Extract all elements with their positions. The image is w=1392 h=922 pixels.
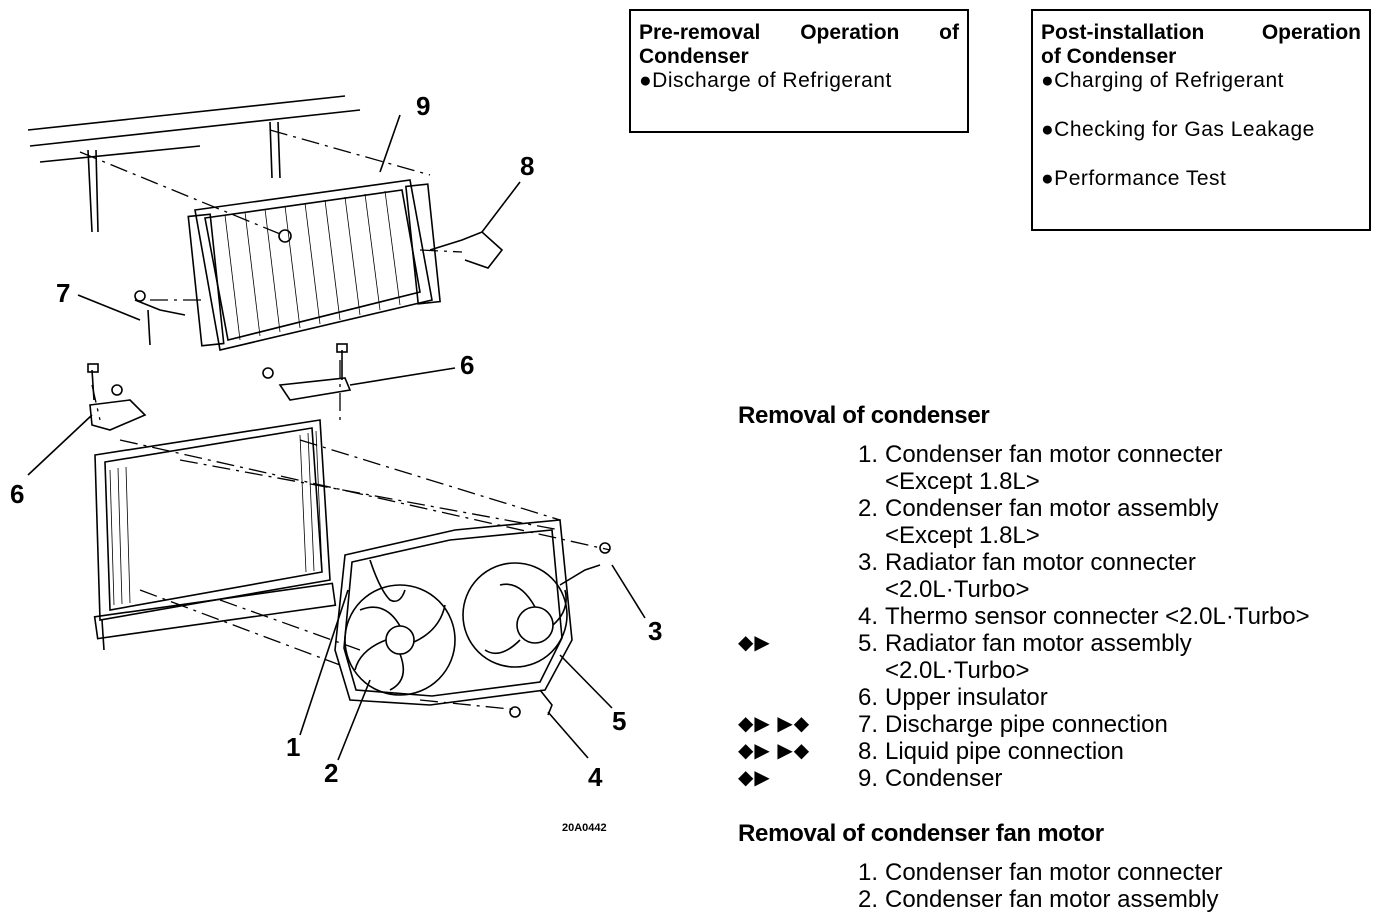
list-item: 2. Condenser fan motor assembly	[738, 495, 1378, 522]
item-text: <2.0L·Turbo>	[885, 657, 1030, 684]
label-5: 5	[612, 706, 626, 736]
item-text: Discharge pipe connection	[885, 711, 1168, 738]
body-frame	[27, 95, 361, 233]
list-item: <2.0L·Turbo>	[738, 657, 1378, 684]
list-item: 2. Condenser fan motor assembly	[738, 886, 1378, 913]
list-item: 1. Condenser fan motor connecter	[738, 441, 1378, 468]
item-number: 4.	[857, 603, 878, 630]
service-mark-icon: ◆▶ ▶◆	[738, 713, 811, 735]
service-mark-icon: ◆▶	[738, 767, 771, 789]
pre-removal-title-line2: Condenser	[639, 45, 749, 68]
list-item: 1. Condenser fan motor connecter	[738, 859, 1378, 886]
radiator-part	[93, 419, 337, 651]
label-4: 4	[588, 762, 603, 792]
label-9: 9	[416, 91, 430, 121]
item-text: Condenser fan motor connecter	[885, 441, 1223, 468]
list-item: <Except 1.8L>	[738, 522, 1378, 549]
figure-code: 20A0442	[562, 822, 607, 834]
label-2: 2	[324, 758, 338, 788]
list-item: 3. Radiator fan motor connecter	[738, 549, 1378, 576]
post-installation-box: Post-installation Operation of Condenser…	[1031, 9, 1371, 231]
item-text: <Except 1.8L>	[885, 522, 1040, 549]
item-text: Condenser fan motor assembly	[885, 886, 1219, 913]
item-number: 5.	[857, 630, 878, 657]
item-text: Liquid pipe connection	[885, 738, 1124, 765]
list-item: <Except 1.8L>	[738, 468, 1378, 495]
pre-removal-item: ●Discharge of Refrigerant	[639, 69, 892, 92]
label-6-right: 6	[460, 350, 474, 380]
item-text: Thermo sensor connecter <2.0L·Turbo>	[885, 603, 1310, 630]
item-text: Radiator fan motor connecter	[885, 549, 1196, 576]
list-item: ◆▶ 5. Radiator fan motor assembly	[738, 630, 1378, 657]
item-number: 3.	[857, 549, 878, 576]
item-number: 1.	[857, 859, 878, 886]
item-number: 9.	[857, 765, 878, 792]
upper-insulators	[87, 343, 352, 431]
label-6-left: 6	[10, 479, 24, 509]
post-install-title-line2: of Condenser	[1041, 45, 1177, 68]
label-3: 3	[648, 616, 662, 646]
label-1: 1	[286, 732, 300, 762]
item-text: <Except 1.8L>	[885, 468, 1040, 495]
item-text: Condenser fan motor connecter	[885, 859, 1223, 886]
item-number: 8.	[857, 738, 878, 765]
post-install-item: ●Performance Test	[1041, 167, 1227, 190]
post-install-title-line1: Post-installation Operation	[1041, 21, 1361, 44]
fan-shroud-assembly	[334, 519, 611, 718]
item-text: Condenser	[885, 765, 1003, 792]
list-item: ◆▶ ▶◆ 7. Discharge pipe connection	[738, 711, 1378, 738]
list-item: 6. Upper insulator	[738, 684, 1378, 711]
exploded-diagram: 9 8 7 6 6 3 5 1 2 4 20A0442	[10, 91, 662, 834]
removal-condenser-title: Removal of condenser	[738, 402, 990, 429]
item-number: 6.	[857, 684, 878, 711]
list-item: <2.0L·Turbo>	[738, 576, 1378, 603]
leader-lines	[27, 114, 646, 761]
pre-removal-title-line1: Pre-removal Operation of	[639, 21, 959, 44]
post-install-item: ●Charging of Refrigerant	[1041, 69, 1284, 92]
list-item: ◆▶ 9. Condenser	[738, 765, 1378, 792]
label-8: 8	[520, 151, 534, 181]
assembly-lines	[79, 129, 611, 711]
item-number: 1.	[857, 441, 878, 468]
pre-removal-box: Pre-removal Operation of Condenser ●Disc…	[629, 9, 969, 133]
part-labels: 9 8 7 6 6 3 5 1 2 4 20A0442	[10, 91, 662, 834]
removal-fan-motor-title: Removal of condenser fan motor	[738, 820, 1104, 847]
item-text: Radiator fan motor assembly	[885, 630, 1192, 657]
item-text: Condenser fan motor assembly	[885, 495, 1219, 522]
removal-fan-motor-list: 1. Condenser fan motor connecter 2. Condens…	[738, 859, 1378, 913]
service-mark-icon: ◆▶ ▶◆	[738, 740, 811, 762]
list-item: ◆▶ ▶◆ 8. Liquid pipe connection	[738, 738, 1378, 765]
item-text: <2.0L·Turbo>	[885, 576, 1030, 603]
removal-condenser-list: 1.Condenser fan motor connecter<Except 1…	[738, 441, 1378, 792]
item-number: 2.	[857, 886, 878, 913]
list-item: 4. Thermo sensor connecter <2.0L·Turbo>	[738, 603, 1378, 630]
item-number: 2.	[857, 495, 878, 522]
post-install-item: ●Checking for Gas Leakage	[1041, 118, 1315, 141]
item-text: Upper insulator	[885, 684, 1048, 711]
condenser-part	[134, 179, 504, 351]
service-mark-icon: ◆▶	[738, 632, 771, 654]
item-number: 7.	[857, 711, 878, 738]
label-7: 7	[56, 278, 70, 308]
